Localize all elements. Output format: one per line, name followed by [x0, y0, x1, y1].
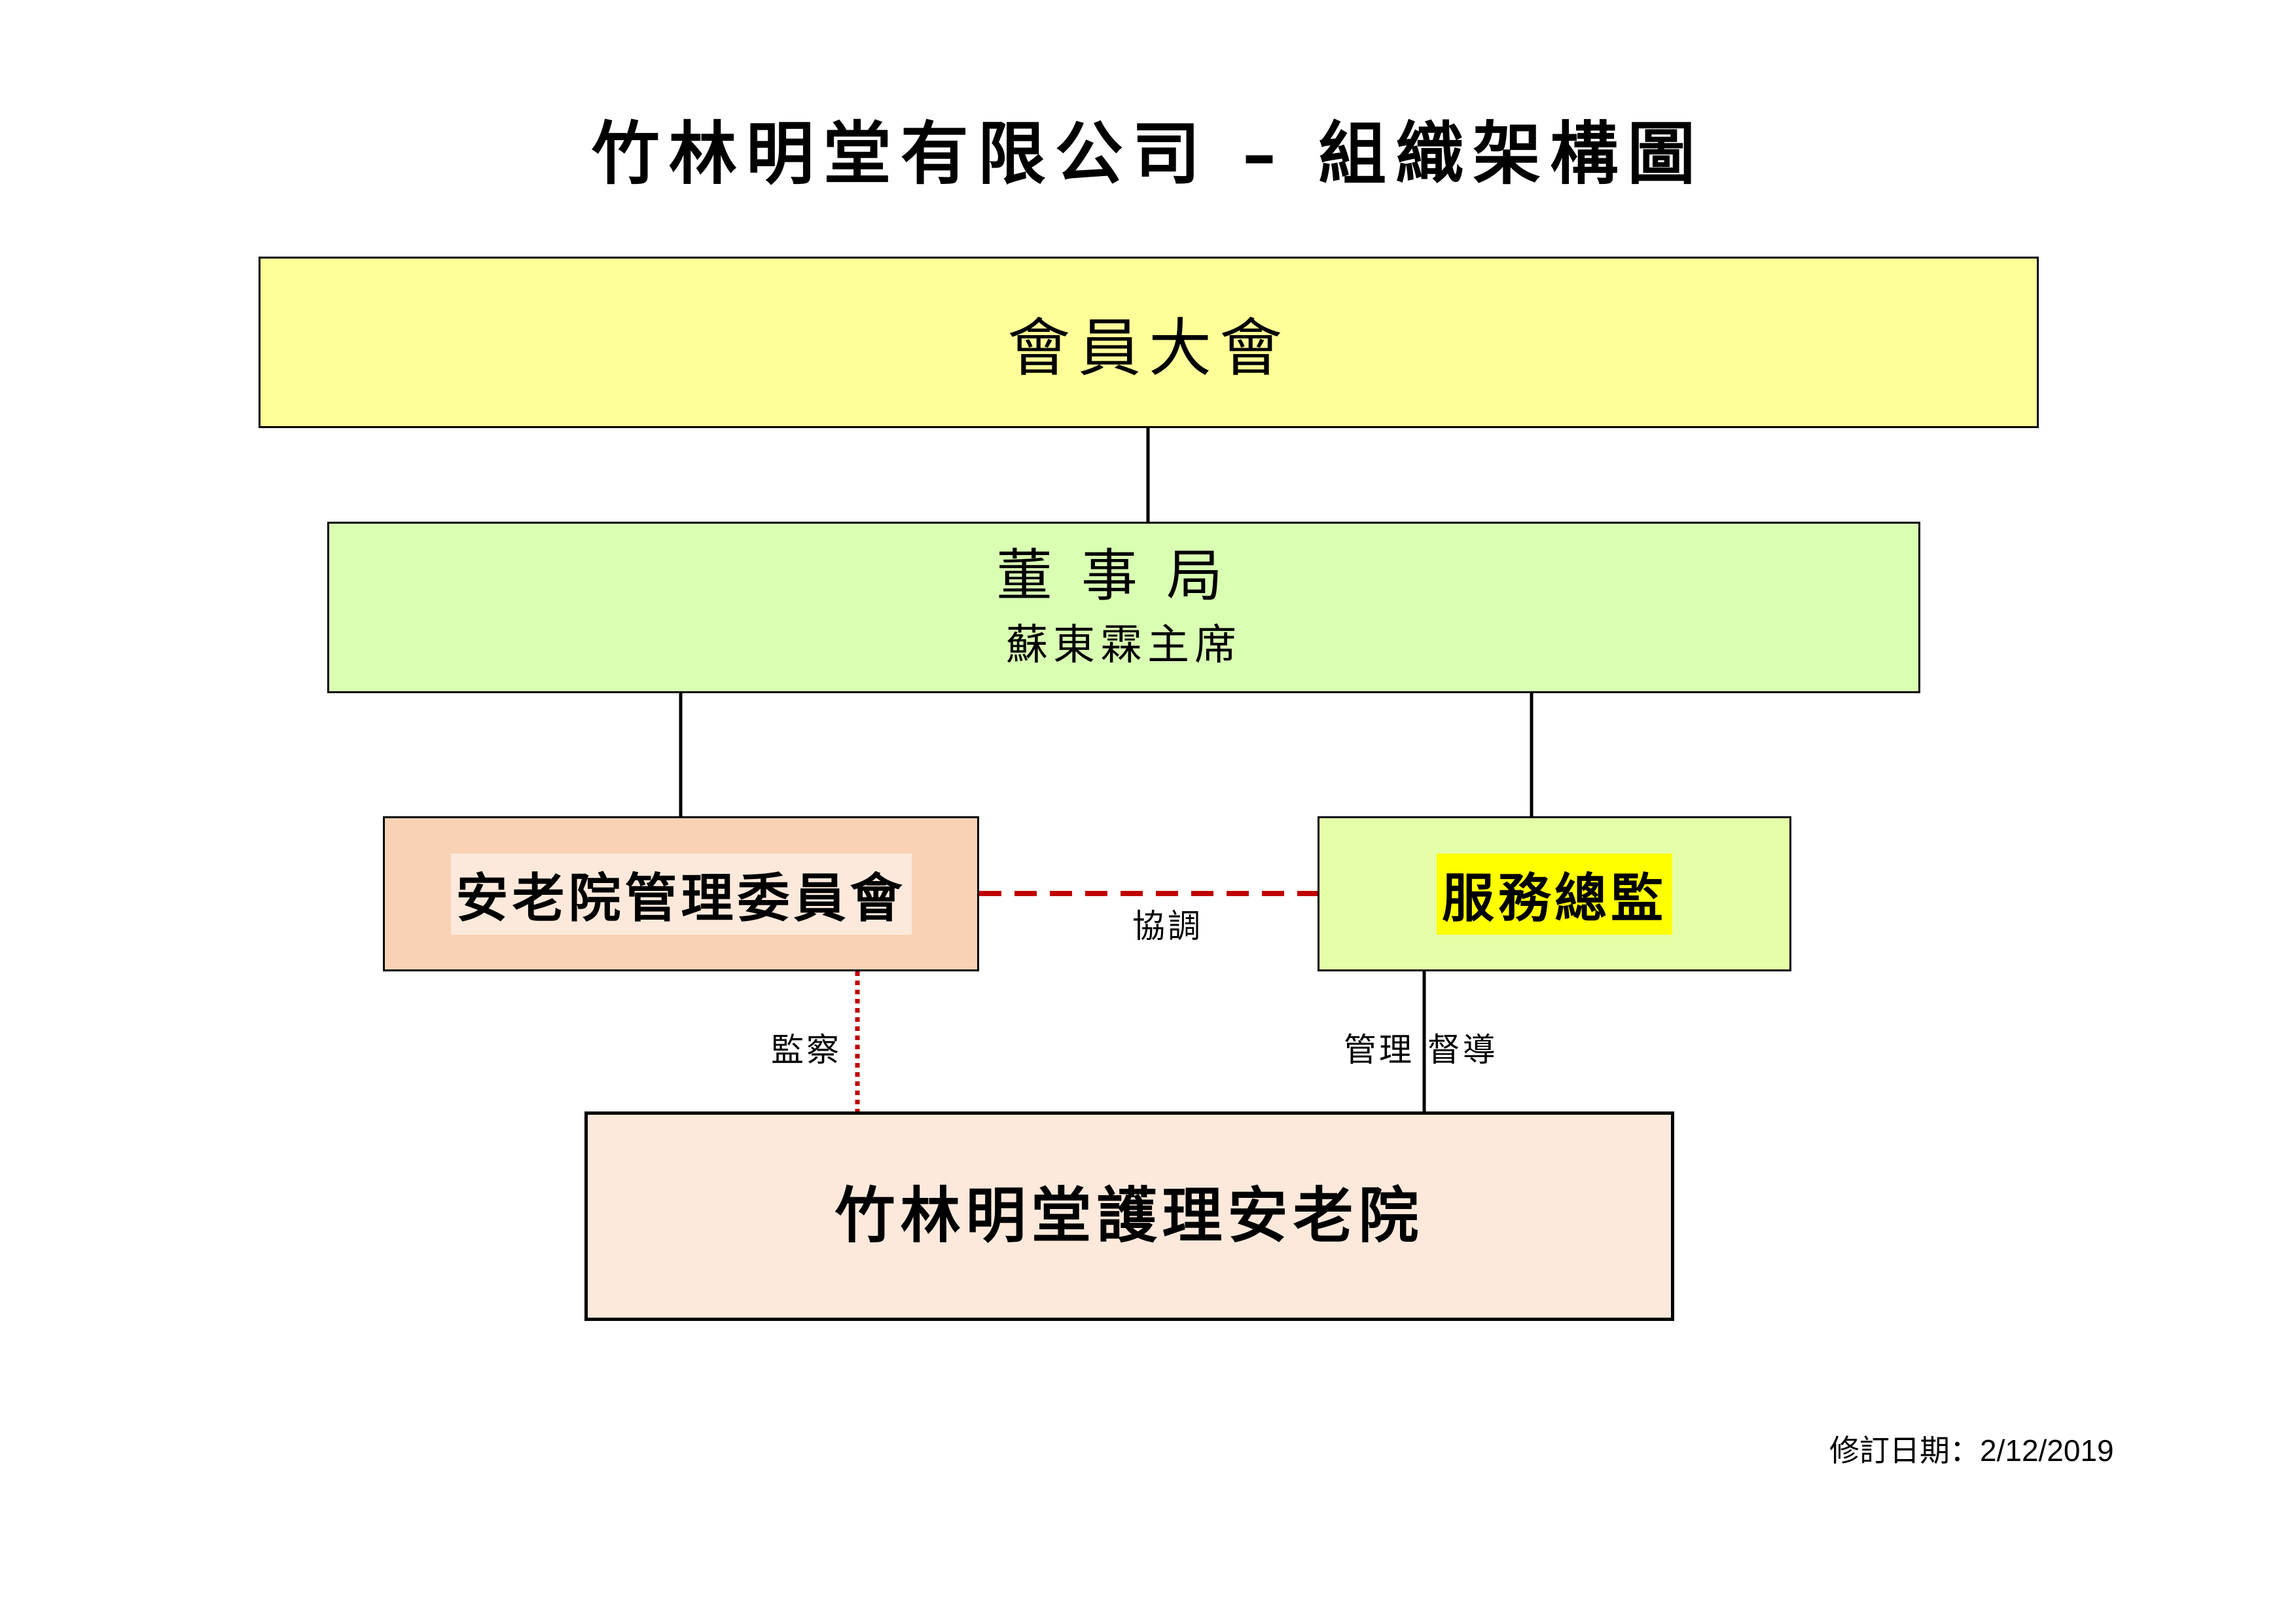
- general-assembly-label: 會員大會: [1007, 311, 1290, 385]
- chart-title: 竹林明堂有限公司 – 組織架構圖: [591, 113, 1705, 194]
- management-committee-box: 安老院管理委員會: [383, 816, 979, 971]
- revision-date-value: 2/12/2019: [1980, 1434, 2114, 1468]
- board-chair-label: 蘇東霖主席: [1006, 621, 1242, 670]
- service-director-label: 服務總監: [1437, 853, 1672, 935]
- board-label: 董事局: [996, 543, 1251, 609]
- management-label: 管理 督導: [1344, 1031, 1498, 1069]
- general-assembly-box: 會員大會: [259, 257, 2039, 428]
- board-box: 董事局 蘇東霖主席: [327, 522, 1920, 693]
- coordination-label: 協調: [1132, 907, 1203, 945]
- care-home-label: 竹林明堂護理安老院: [834, 1180, 1424, 1251]
- service-director-box: 服務總監: [1318, 816, 1791, 971]
- revision-date-label: 修訂日期：: [1829, 1434, 1980, 1468]
- revision-date: 修訂日期：2/12/2019: [1829, 1431, 2114, 1470]
- management-committee-label: 安老院管理委員會: [450, 853, 912, 935]
- care-home-box: 竹林明堂護理安老院: [584, 1111, 1674, 1321]
- supervision-label: 監察: [771, 1031, 842, 1069]
